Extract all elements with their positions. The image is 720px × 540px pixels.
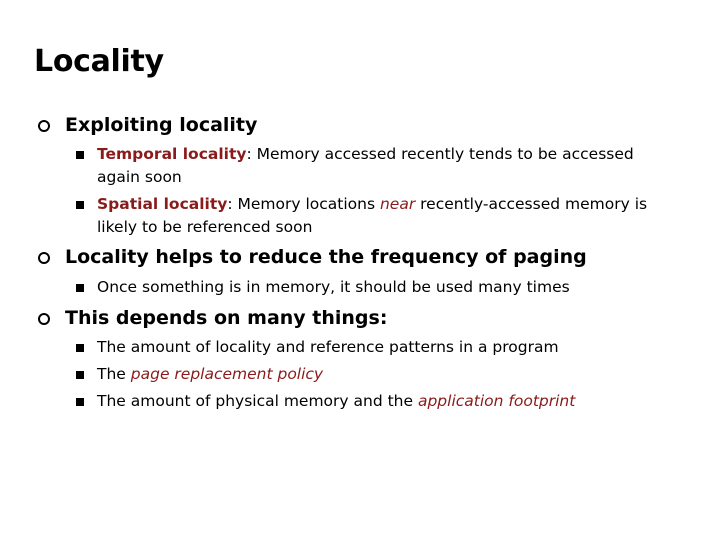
sub-bullet-text: Once something is in memory, it should b…	[97, 278, 570, 296]
circle-bullet-icon	[38, 313, 50, 325]
sub-bullet-text: The amount of physical memory and the ap…	[97, 392, 576, 410]
sub-bullet-temporal-locality: Temporal locality: Memory accessed recen…	[76, 143, 656, 189]
circle-bullet-icon	[38, 120, 50, 132]
sub-bullet-text: The page replacement policy	[97, 365, 324, 383]
bullet-text: Exploiting locality	[65, 114, 258, 136]
sub-bullet-text: Temporal locality: Memory accessed recen…	[97, 145, 634, 186]
bullet-text: Locality helps to reduce the frequency o…	[65, 246, 587, 268]
sub-bullet-text: The amount of locality and reference pat…	[97, 338, 559, 356]
term-spatial-locality: Spatial locality	[97, 195, 228, 213]
square-bullet-icon	[76, 284, 84, 292]
square-bullet-icon	[76, 398, 84, 406]
sub-bullet-page-replacement-policy: The page replacement policy	[76, 363, 656, 386]
square-bullet-icon	[76, 371, 84, 379]
term-temporal-locality: Temporal locality	[97, 145, 247, 163]
square-bullet-icon	[76, 344, 84, 352]
sub-bullet-once-in-memory: Once something is in memory, it should b…	[76, 276, 656, 299]
emphasis-application-footprint: application footprint	[417, 392, 576, 410]
sub-bullet-amount-of-locality: The amount of locality and reference pat…	[76, 336, 656, 359]
bullet-text: This depends on many things:	[65, 307, 388, 329]
square-bullet-icon	[76, 151, 84, 159]
circle-bullet-icon	[38, 252, 50, 264]
sub-bullet-physical-memory: The amount of physical memory and the ap…	[76, 390, 656, 413]
sub-bullet-spatial-locality: Spatial locality: Memory locations near …	[76, 193, 656, 239]
emphasis-near: near	[379, 195, 416, 213]
sub-bullet-text: Spatial locality: Memory locations near …	[97, 195, 648, 236]
slide-title: Locality	[34, 44, 164, 79]
square-bullet-icon	[76, 201, 84, 209]
emphasis-page-replacement-policy: page replacement policy	[130, 365, 324, 383]
